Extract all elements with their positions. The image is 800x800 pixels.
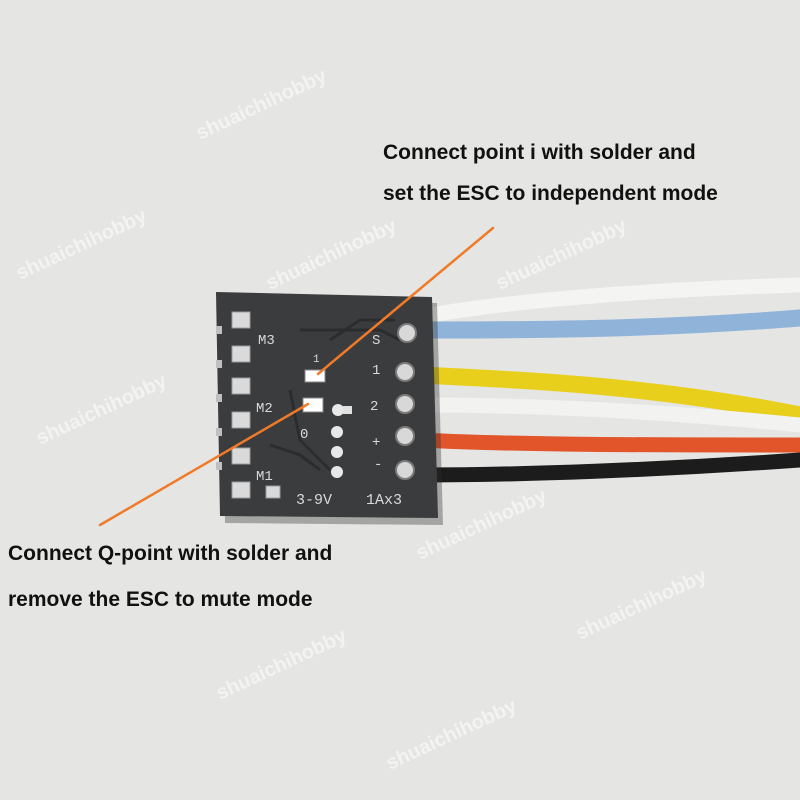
- silk-1: 1: [313, 354, 320, 366]
- trace: [269, 443, 321, 472]
- pad-small: [265, 485, 281, 499]
- silk-plus: +: [372, 435, 380, 451]
- trace: [288, 389, 332, 472]
- notch: [216, 394, 222, 402]
- caption-mute-line2: remove the ESC to mute mode: [8, 588, 313, 611]
- wire-red: [412, 432, 800, 453]
- smd-components: [302, 369, 352, 478]
- wire-bundle: [411, 277, 800, 483]
- silk-m1: M1: [256, 469, 273, 485]
- pad-m3-a: [231, 311, 251, 329]
- silk-s: S: [372, 333, 380, 349]
- wire-blue: [411, 309, 800, 339]
- silk-current: 1Ax3: [366, 492, 402, 509]
- left-pads: [231, 311, 281, 499]
- arrow-point-q: [98, 402, 310, 527]
- wire-white: [412, 397, 800, 433]
- wire-solder-joints: [395, 323, 417, 480]
- pad-square: [343, 406, 352, 414]
- caption-independent-line2: set the ESC to independent mode: [383, 182, 718, 205]
- silk-0: 0: [300, 427, 308, 443]
- pcb-body: [216, 292, 438, 518]
- annotation-arrows: [98, 226, 495, 527]
- silk-2: 2: [370, 399, 378, 415]
- wire-white-top: [422, 277, 800, 323]
- solder-joint: [395, 426, 415, 446]
- solder-joint: [395, 394, 415, 414]
- pad-m1-a: [231, 447, 251, 465]
- via: [331, 466, 343, 478]
- silk-1b: 1: [372, 363, 380, 379]
- pad-m1-b: [231, 481, 251, 499]
- silk-m2: M2: [256, 401, 273, 417]
- wire-black: [412, 452, 800, 483]
- notch: [216, 428, 222, 436]
- silk-minus: -: [374, 457, 382, 473]
- pad-m3-b: [231, 345, 251, 363]
- notch: [216, 360, 222, 368]
- notch: [216, 326, 222, 334]
- silk-voltage: 3-9V: [296, 492, 332, 509]
- pcb-board: M3 M2 M1 1 0 S 1 2 + - 3-9V 1Ax3: [216, 292, 443, 525]
- pad-m2-b: [231, 411, 251, 429]
- pad-m2-a: [231, 377, 251, 395]
- trace: [300, 328, 401, 342]
- caption-independent-line1: Connect point i with solder and: [383, 141, 696, 164]
- wire-yellow: [411, 366, 800, 424]
- via: [331, 446, 343, 458]
- via: [332, 404, 344, 416]
- solder-joint: [397, 323, 417, 343]
- silk-m3: M3: [258, 333, 275, 349]
- via: [331, 426, 343, 438]
- arrow-point-i: [316, 226, 495, 376]
- silkscreen: M3 M2 M1 1 0 S 1 2 + - 3-9V 1Ax3: [256, 333, 402, 509]
- solder-joint: [395, 460, 415, 480]
- smd-point-q: [302, 397, 324, 413]
- caption-mute-line1: Connect Q-point with solder and: [8, 542, 333, 565]
- edge-notches: [216, 326, 222, 470]
- solder-joint: [395, 362, 415, 382]
- notch: [216, 462, 222, 470]
